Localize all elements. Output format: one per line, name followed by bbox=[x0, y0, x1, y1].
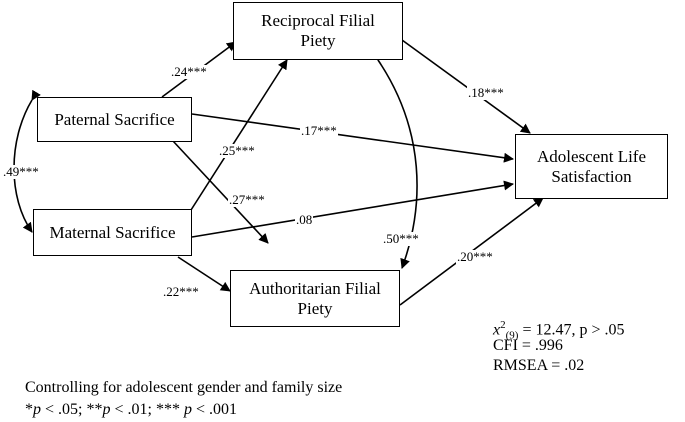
sig-t2: < .01; *** bbox=[110, 401, 184, 418]
arrow-reciprocal-outcome bbox=[401, 39, 531, 134]
note-controls: Controlling for adolescent gender and fa… bbox=[25, 379, 343, 396]
sig-star: * bbox=[25, 401, 33, 418]
arrow-maternal-outcome bbox=[191, 180, 514, 238]
node-reciprocal-filial-piety: Reciprocal Filial Piety bbox=[233, 2, 403, 60]
node-reciprocal-label: Reciprocal Filial Piety bbox=[261, 11, 375, 50]
coef-reciprocal-authoritarian: .50*** bbox=[382, 231, 420, 246]
fit-chi-sup: 2 bbox=[500, 319, 506, 331]
sig-t1: < .05; ** bbox=[41, 401, 103, 418]
arrow-maternal-reciprocal bbox=[190, 59, 288, 211]
node-adolescent-life-satisfaction: Adolescent Life Satisfaction bbox=[515, 134, 668, 199]
fit-chi-value: = 12.47, p > .05 bbox=[518, 321, 625, 339]
fit-rmsea: RMSEA = .02 bbox=[493, 357, 585, 374]
node-maternal-label: Maternal Sacrifice bbox=[49, 222, 176, 242]
coef-paternal-maternal: .49*** bbox=[2, 164, 40, 179]
node-authoritarian-filial-piety: Authoritarian Filial Piety bbox=[230, 270, 400, 327]
coef-maternal-authoritarian: .22*** bbox=[162, 284, 200, 299]
note-significance: *p < .05; **p < .01; *** p < .001 bbox=[25, 400, 237, 420]
coef-authoritarian-outcome: .20*** bbox=[456, 249, 494, 264]
coef-paternal-outcome: .17*** bbox=[300, 123, 338, 138]
coef-paternal-authoritarian: .27*** bbox=[228, 192, 266, 207]
arrow-paternal-authoritarian bbox=[172, 140, 269, 244]
node-paternal-label: Paternal Sacrifice bbox=[54, 109, 175, 129]
coef-reciprocal-outcome: .18*** bbox=[467, 85, 505, 100]
fit-chi-symbol: x bbox=[493, 321, 501, 339]
node-outcome-label: Adolescent Life Satisfaction bbox=[536, 146, 647, 186]
fit-chi-df: (9) bbox=[505, 329, 519, 342]
coef-maternal-outcome: .08 bbox=[295, 212, 314, 227]
fit-chi-square: x2(9) = 12.47, p > .05 bbox=[493, 315, 624, 346]
coef-maternal-reciprocal: .25*** bbox=[218, 143, 256, 158]
arrow-paternal-outcome bbox=[191, 113, 514, 163]
fit-cfi: CFI = .996 bbox=[493, 337, 563, 354]
node-paternal-sacrifice: Paternal Sacrifice bbox=[37, 97, 192, 142]
node-authoritarian-label: Authoritarian Filial Piety bbox=[249, 278, 381, 318]
sig-t3: < .001 bbox=[191, 401, 237, 418]
arrow-maternal-authoritarian bbox=[177, 256, 231, 292]
node-maternal-sacrifice: Maternal Sacrifice bbox=[33, 209, 192, 256]
sig-p1: p bbox=[33, 401, 41, 418]
coef-paternal-reciprocal: .24*** bbox=[170, 64, 208, 79]
sig-p2: p bbox=[102, 401, 111, 418]
sig-p3: p bbox=[183, 401, 192, 418]
